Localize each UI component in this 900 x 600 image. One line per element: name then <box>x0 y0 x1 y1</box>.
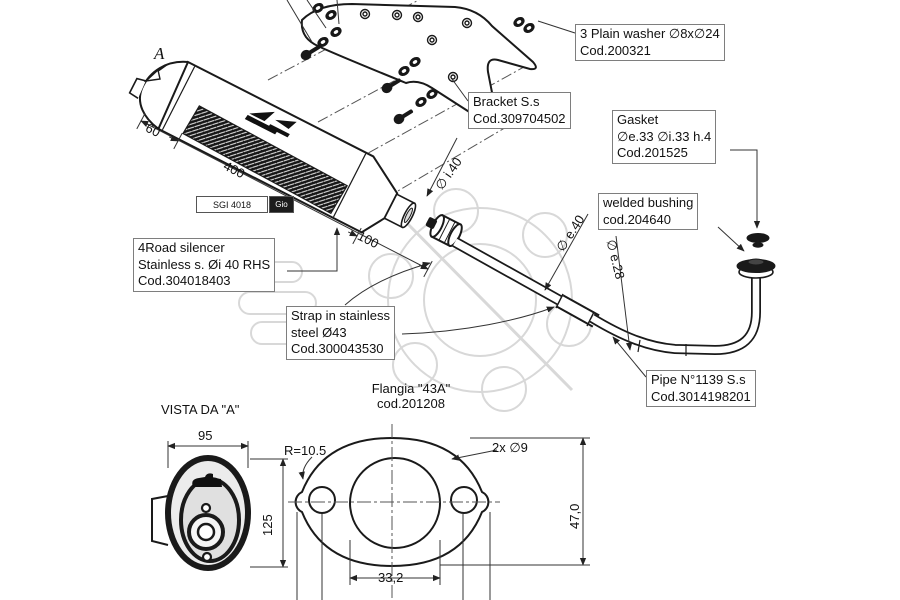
bracket-holes <box>359 8 473 83</box>
dim-flange-bore: 33,2 <box>378 570 404 585</box>
endcap-side-tab <box>151 495 169 546</box>
welded-bushing <box>746 233 770 248</box>
flange-code: cod.201208 <box>377 396 445 411</box>
dim-endcap-height: 125 <box>260 514 275 536</box>
watermark-logo <box>233 188 592 412</box>
strap-clamp <box>425 213 463 248</box>
silencer-model-plate: SGI 4018 <box>196 196 268 213</box>
label-road-silencer: 4Road silencer Stainless s. Øi 40 RHS Co… <box>133 238 276 292</box>
label-line: Stainless s. Øi 40 RHS <box>138 256 271 272</box>
flange-dimensions <box>296 437 590 600</box>
brand-logo <box>244 111 297 138</box>
label-gasket: Gasket ∅e.33 ∅i.33 h.4 Cod.201525 <box>612 110 717 164</box>
label-line: ∅e.33 ∅i.33 h.4 <box>617 128 712 144</box>
label-bracket: Bracket S.s Cod.309704502 <box>468 92 571 130</box>
label-pipe: Pipe N°1139 S.s Cod.3014198201 <box>646 370 756 408</box>
dim-endcap-width: 95 <box>198 428 213 443</box>
label-welded-bushing: welded bushing cod.204640 <box>598 193 699 231</box>
label-line: cod.204640 <box>603 211 671 227</box>
cutoff-leader-stubs <box>286 0 340 43</box>
heat-shield <box>182 105 349 215</box>
label-line: Cod.309704502 <box>473 110 566 126</box>
label-plain-washer: 3 Plain washer ∅8x∅24 Cod.200321 <box>575 24 725 62</box>
flange-centerlines <box>288 424 500 598</box>
label-line: Cod.201525 <box>617 145 688 161</box>
label-line: Gasket <box>617 112 659 127</box>
label-line: Pipe N°1139 S.s <box>651 372 746 387</box>
silencer-body <box>128 60 417 234</box>
dim-flange-height: 47,0 <box>567 503 582 529</box>
endcap-view <box>151 455 251 571</box>
plate-brand-text: Gio <box>275 200 288 209</box>
view-direction-arrow <box>143 63 169 83</box>
label-line: Cod.304018403 <box>138 273 231 289</box>
silencer-mount-tab <box>128 77 147 99</box>
dim-flange-radius: R=10.5 <box>284 443 327 458</box>
pipe-flange <box>736 258 776 279</box>
silencer-brand-plate: Gio <box>269 196 294 213</box>
endcap-logo <box>192 473 222 487</box>
label-line: Cod.3014198201 <box>651 388 751 404</box>
view-title: VISTA DA "A" <box>161 402 240 417</box>
silencer-dimension-lines <box>136 112 433 278</box>
label-line: Cod.200321 <box>580 42 651 58</box>
view-marker-letter: A <box>154 44 165 63</box>
label-line: Strap in stainless <box>291 308 390 323</box>
label-line: 3 Plain washer ∅8x∅24 <box>580 26 720 41</box>
label-line: welded bushing <box>603 195 694 210</box>
dim-flange-holes: 2x ∅9 <box>492 440 528 455</box>
label-line: Cod.300043530 <box>291 341 384 357</box>
label-strap: Strap in stainless steel Ø43 Cod.3000435… <box>286 306 395 360</box>
label-line: 4Road silencer <box>138 240 225 255</box>
leader-lines <box>287 20 761 378</box>
exhaust-pipe <box>452 233 776 356</box>
label-line: steel Ø43 <box>291 324 347 340</box>
flange-caption: Flangia "43A" cod.201208 <box>346 381 476 411</box>
endcap-dimensions <box>167 441 288 568</box>
flange-name: Flangia "43A" <box>371 381 451 396</box>
label-line: Bracket S.s <box>473 94 540 109</box>
plate-model-text: SGI 4018 <box>212 199 252 210</box>
